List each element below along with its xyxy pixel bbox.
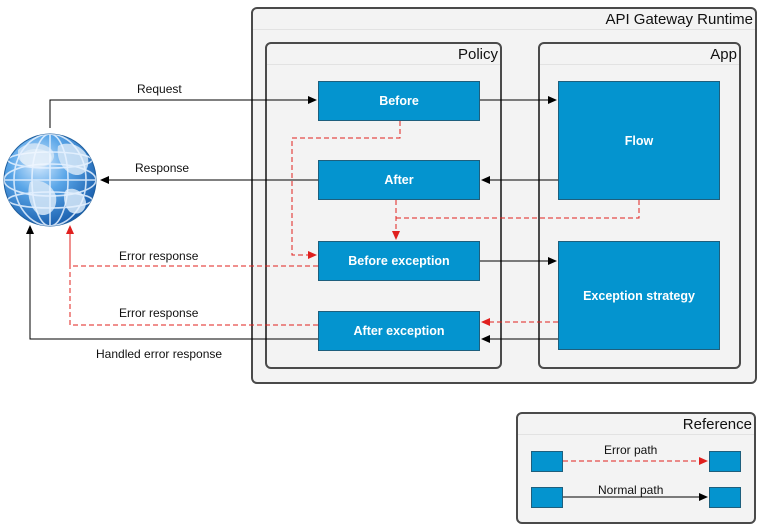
policy-title: Policy xyxy=(457,46,498,63)
app-title: App xyxy=(710,46,737,63)
response-label: Response xyxy=(135,161,190,175)
reference-title-band xyxy=(518,414,754,435)
reference-error-target-box xyxy=(709,451,741,472)
reference-title: Reference xyxy=(682,416,752,433)
normal-path-label: Normal path xyxy=(598,483,664,497)
exception-strategy-box[interactable]: Exception strategy xyxy=(558,241,720,350)
handled-error-response-path xyxy=(26,225,318,340)
request-path xyxy=(49,96,317,128)
runtime-title-band xyxy=(253,9,755,30)
before-box[interactable]: Before xyxy=(318,81,480,121)
flow-box[interactable]: Flow xyxy=(558,81,720,200)
globe-icon xyxy=(3,133,97,227)
error-response-label-2: Error response xyxy=(119,306,199,320)
request-label: Request xyxy=(137,82,182,96)
before-error-path xyxy=(291,121,401,259)
flow-error-path xyxy=(396,200,640,219)
error-response-path-2 xyxy=(69,226,318,326)
policy-title-band xyxy=(267,44,500,65)
after-box[interactable]: After xyxy=(318,160,480,200)
app-title-band xyxy=(540,44,739,65)
reference-error-source-box xyxy=(531,451,563,472)
before-exception-box[interactable]: Before exception xyxy=(318,241,480,281)
after-exception-box[interactable]: After exception xyxy=(318,311,480,351)
reference-normal-source-box xyxy=(531,487,563,508)
runtime-title: API Gateway Runtime xyxy=(605,11,753,28)
error-path-label: Error path xyxy=(604,443,658,457)
error-response-label-1: Error response xyxy=(119,249,199,263)
reference-normal-target-box xyxy=(709,487,741,508)
handled-error-response-label: Handled error response xyxy=(96,347,223,361)
